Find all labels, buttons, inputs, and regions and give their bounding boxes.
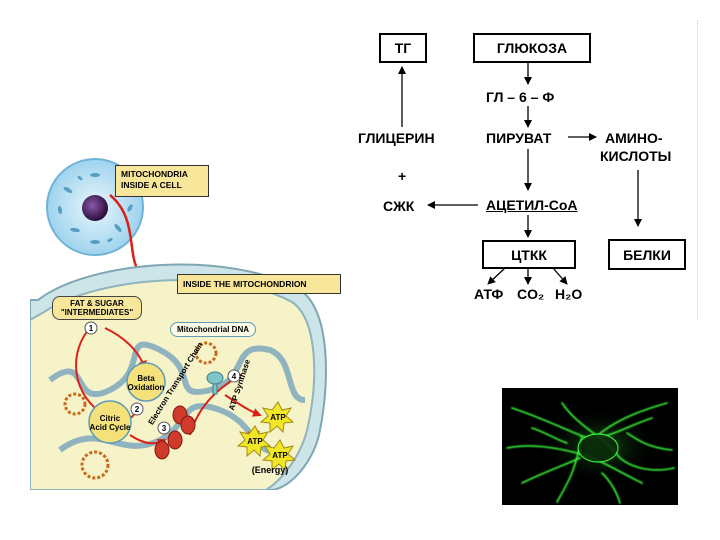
label-energy: (Energy) xyxy=(251,465,289,475)
callout-cell-line1: MITOCHONDRIA xyxy=(121,169,188,179)
node-plus: + xyxy=(398,168,407,184)
micrograph-drawing xyxy=(502,388,678,505)
node-ffa: СЖК xyxy=(383,198,415,214)
atp-star-label-2: ATP xyxy=(247,437,263,446)
label-fat-sugar-line2: "INTERMEDIATES" xyxy=(60,308,134,317)
mitochondrion-drawing xyxy=(29,158,327,491)
label-beta-oxidation: Beta Oxidation xyxy=(127,374,165,392)
box-tca: ЦТКК xyxy=(482,240,576,269)
slide-edge-marker xyxy=(697,20,701,320)
cristae xyxy=(48,341,306,403)
label-citric-line1: Citric xyxy=(99,414,121,423)
step-1: 1 xyxy=(88,324,94,333)
step-3: 3 xyxy=(161,424,167,433)
step-2: 2 xyxy=(134,405,140,414)
label-citric-line2: Acid Cycle xyxy=(89,423,131,432)
atp-star-label-3: ATP xyxy=(272,451,288,460)
callout-cell-line2: INSIDE A CELL xyxy=(121,180,182,190)
box-glucose: ГЛЮКОЗА xyxy=(473,33,591,63)
atp-stars xyxy=(236,401,297,472)
step-4: 4 xyxy=(231,372,237,381)
label-beta-line2: Oxidation xyxy=(127,383,165,392)
node-glycerol: ГЛИЦЕРИН xyxy=(358,130,435,146)
node-co2: CO₂ xyxy=(517,286,545,302)
callout-mitochondria-in-cell: MITOCHONDRIA INSIDE A CELL xyxy=(115,165,209,197)
mitochondrion-illustration: MITOCHONDRIA INSIDE A CELL INSIDE THE MI… xyxy=(29,150,345,491)
node-g6p: ГЛ – 6 – Ф xyxy=(486,89,555,105)
fluorescent-micrograph xyxy=(502,388,678,505)
atp-star-label-1: ATP xyxy=(270,413,286,422)
atp-synthase-shape xyxy=(206,371,224,395)
box-tg: ТГ xyxy=(379,33,427,63)
arrow-tca-h2o xyxy=(552,267,568,285)
node-pyruvate: ПИРУВАТ xyxy=(486,130,552,146)
label-fat-sugar-line1: FAT & SUGAR xyxy=(70,299,124,308)
arrow-tca-atp xyxy=(487,267,506,285)
etc-proteins xyxy=(154,405,196,460)
label-beta-line1: Beta xyxy=(137,374,155,383)
node-amino-line2: КИСЛОТЫ xyxy=(600,148,672,164)
box-proteins: БЕЛКИ xyxy=(608,239,686,270)
label-citric-acid-cycle: Citric Acid Cycle xyxy=(87,414,133,432)
callout-inside-mitochondrion: INSIDE THE MITOCHONDRION xyxy=(177,274,341,294)
label-mito-dna: Mitochondrial DNA xyxy=(170,322,256,337)
node-acetyl: АЦЕТИЛ-СоА xyxy=(486,197,578,213)
node-amino-line1: АМИНО- xyxy=(605,130,663,146)
node-atp: АТФ xyxy=(474,286,504,302)
node-h2o: H₂O xyxy=(555,286,583,302)
label-fat-sugar: FAT & SUGAR "INTERMEDIATES" xyxy=(52,296,142,320)
